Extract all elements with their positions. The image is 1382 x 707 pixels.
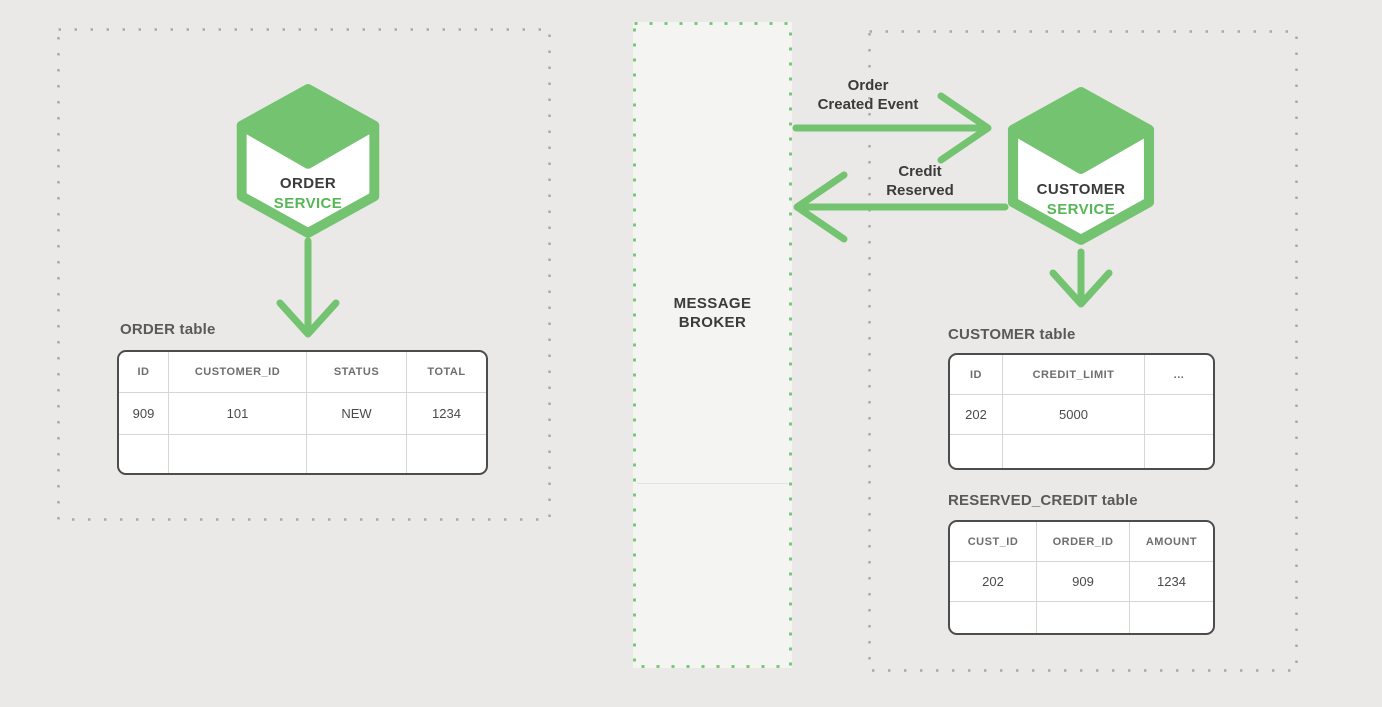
reserved-credit-table-cell: 202 <box>950 562 1037 602</box>
credit-reserved-label-line1: Credit <box>898 163 942 180</box>
customer-table-header-id: ID <box>950 355 1003 395</box>
order-table-cell: NEW <box>307 393 407 435</box>
reserved-credit-table-header-cust-id: CUST_ID <box>950 522 1037 562</box>
order-table-label: ORDER table <box>120 321 216 338</box>
reserved-credit-table-header-order-id: ORDER_ID <box>1037 522 1130 562</box>
customer-table-cell <box>1145 435 1213 468</box>
reserved-credit-table: CUST_ID ORDER_ID AMOUNT 202 909 1234 <box>948 520 1215 635</box>
customer-table-header-more: ... <box>1145 355 1213 395</box>
broker-dotted-border <box>633 22 792 668</box>
customer-table-cell <box>1145 395 1213 435</box>
reserved-credit-table-header-amount: AMOUNT <box>1130 522 1213 562</box>
customer-table-label: CUSTOMER table <box>948 326 1076 343</box>
order-service-name: ORDER <box>279 175 337 192</box>
credit-reserved-label: Credit Reserved <box>800 162 1040 200</box>
customer-service-label: CUSTOMER SERVICE <box>1005 180 1157 220</box>
order-created-event-label-line2: Created Event <box>817 96 919 113</box>
customer-service-hexagon-icon <box>1007 87 1155 245</box>
customer-table-cell <box>1003 435 1145 468</box>
customer-service-subname: SERVICE <box>1046 201 1116 218</box>
message-broker-label-line1: MESSAGE <box>673 295 752 312</box>
order-service-subname: SERVICE <box>273 195 343 212</box>
credit-reserved-label-line2: Reserved <box>886 182 954 199</box>
order-service-region <box>57 28 551 521</box>
reserved-credit-table-cell <box>1130 602 1213 633</box>
order-table-header-status: STATUS <box>307 352 407 393</box>
customer-service-node: CUSTOMER SERVICE <box>1005 85 1157 247</box>
dashed-border <box>57 28 551 521</box>
reserved-credit-table-cell: 1234 <box>1130 562 1213 602</box>
order-table-header-id: ID <box>119 352 169 393</box>
order-created-event-label-line1: Order <box>847 77 889 94</box>
order-table-cell: 909 <box>119 393 169 435</box>
reserved-credit-table-cell: 909 <box>1037 562 1130 602</box>
reserved-credit-table-cell <box>950 602 1037 633</box>
customer-table-cell <box>950 435 1003 468</box>
message-broker-box: MESSAGE BROKER <box>633 22 792 668</box>
order-table-header-customer-id: CUSTOMER_ID <box>169 352 307 393</box>
order-table-cell <box>307 435 407 473</box>
customer-table-cell: 202 <box>950 395 1003 435</box>
customer-table-header-credit-limit: CREDIT_LIMIT <box>1003 355 1145 395</box>
order-table: ID CUSTOMER_ID STATUS TOTAL 909 101 NEW … <box>117 350 488 475</box>
order-table-cell <box>407 435 486 473</box>
order-table-cell: 1234 <box>407 393 486 435</box>
customer-table-cell: 5000 <box>1003 395 1145 435</box>
order-table-cell: 101 <box>169 393 307 435</box>
order-service-label: ORDER SERVICE <box>233 174 383 214</box>
reserved-credit-table-label: RESERVED_CREDIT table <box>948 492 1138 509</box>
broker-divider-line <box>637 483 788 484</box>
order-table-cell <box>169 435 307 473</box>
customer-table: ID CREDIT_LIMIT ... 202 5000 <box>948 353 1215 470</box>
message-broker-label: MESSAGE BROKER <box>633 294 792 332</box>
order-table-cell <box>119 435 169 473</box>
order-table-header-total: TOTAL <box>407 352 486 393</box>
order-service-hexagon-icon <box>236 84 380 238</box>
order-service-node: ORDER SERVICE <box>233 82 383 240</box>
reserved-credit-table-cell <box>1037 602 1130 633</box>
order-created-event-label: Order Created Event <box>748 76 988 114</box>
customer-service-name: CUSTOMER <box>1036 181 1126 198</box>
message-broker-label-line2: BROKER <box>678 314 747 331</box>
